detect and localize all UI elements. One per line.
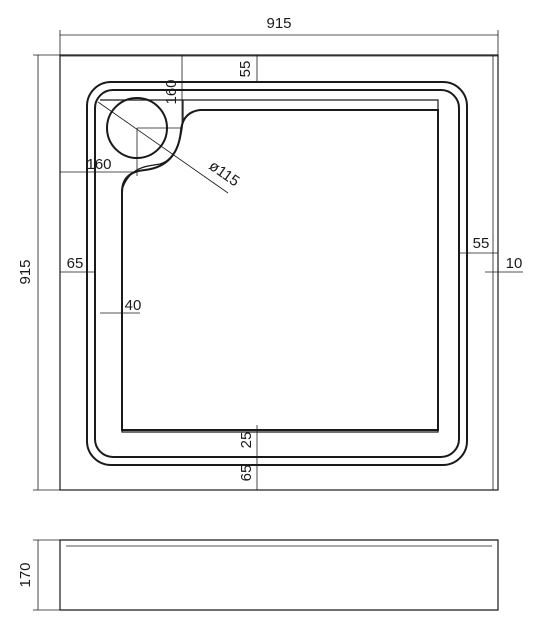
basin-contour [100, 99, 439, 433]
inner-step-left-label: 40 [125, 297, 142, 314]
plan-view [59, 54, 499, 491]
rim-right-label: 55 [473, 235, 490, 252]
rim-outer [86, 81, 468, 466]
basin-edge [121, 109, 439, 431]
dimension-labels: 915 915 55 160 160 ø115 65 40 55 10 25 6… [17, 15, 522, 588]
rim-top-label: 55 [237, 61, 254, 78]
drain-diameter-label: ø115 [206, 157, 243, 190]
edge-right-label: 10 [506, 255, 523, 272]
drain-vertical-label: 160 [163, 79, 180, 104]
side-profile [59, 539, 499, 611]
rim-left-label: 65 [67, 255, 84, 272]
rim-bottom-label: 65 [238, 465, 255, 482]
overall-depth-label: 915 [17, 259, 34, 284]
height-label: 170 [17, 562, 34, 587]
drain-diameter-leader [97, 101, 229, 194]
rim-inner [94, 89, 460, 458]
dimension-lines [33, 30, 523, 491]
inner-step-bottom-label: 25 [238, 432, 255, 449]
drain-horizontal-label: 160 [86, 156, 111, 173]
tray-outline [59, 54, 499, 491]
overall-width-label: 915 [266, 15, 291, 32]
side-view [33, 539, 499, 611]
